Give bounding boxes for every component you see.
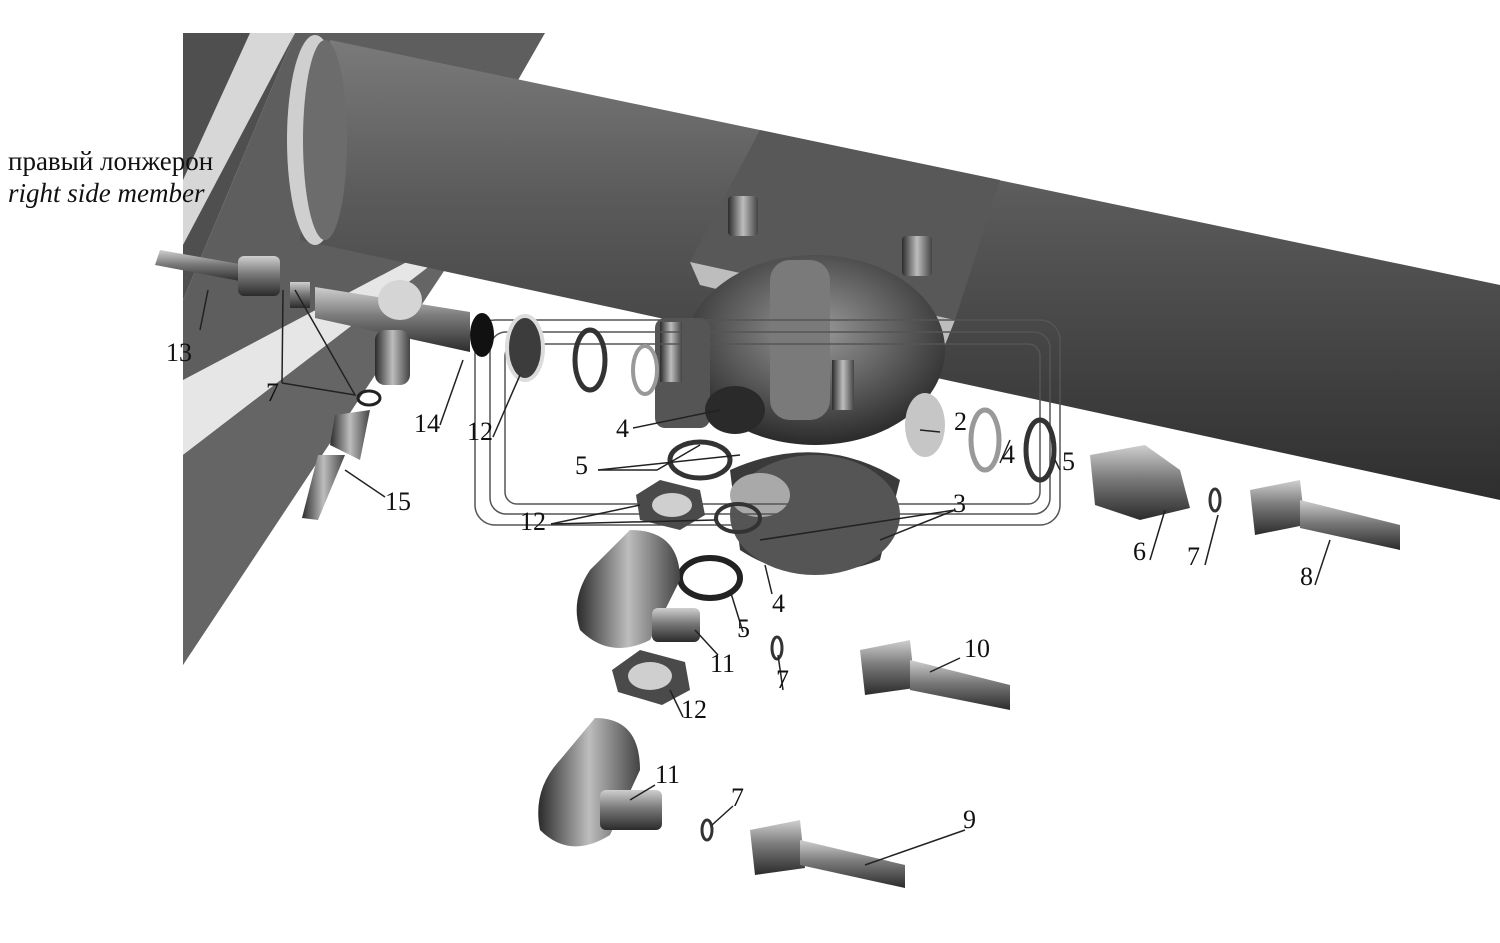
callout-11: 11: [655, 760, 680, 789]
callout-13: 13: [166, 338, 192, 367]
callout-4: 4: [1002, 440, 1015, 469]
callout-10: 10: [964, 634, 990, 663]
caption-russian: правый лонжерон: [8, 146, 214, 176]
callout-11: 11: [710, 649, 735, 678]
callout-4: 4: [772, 589, 785, 618]
callout-5: 5: [1062, 447, 1075, 476]
callout-5: 5: [575, 451, 588, 480]
callout-7: 7: [266, 378, 279, 407]
callout-14: 14: [414, 409, 440, 438]
callout-12: 12: [681, 695, 707, 724]
callout-7: 7: [731, 783, 744, 812]
leader-lines: [199, 289, 1331, 866]
callout-5: 5: [737, 614, 750, 643]
callout-numbers: 13 7 14 12 15 4 5 12 5 11 12 11 7 4 7 10…: [166, 338, 1313, 834]
callout-2: 2: [954, 407, 967, 436]
callout-8: 8: [1300, 562, 1313, 591]
right-fittings: [750, 445, 1400, 888]
callout-12: 12: [467, 417, 493, 446]
watermark-outline: [474, 319, 1061, 526]
callout-15: 15: [385, 487, 411, 516]
caption-english: right side member: [8, 178, 205, 208]
callout-12: 12: [520, 507, 546, 536]
callout-6: 6: [1133, 537, 1146, 566]
callout-7: 7: [776, 665, 789, 694]
seal-rings: [572, 327, 1222, 842]
callout-7: 7: [1187, 542, 1200, 571]
left-tee-assembly: [155, 250, 545, 520]
valve-body: [655, 255, 945, 575]
callout-9: 9: [963, 805, 976, 834]
callout-3: 3: [953, 489, 966, 518]
elbow-fittings: [538, 530, 700, 847]
callout-4: 4: [616, 414, 629, 443]
